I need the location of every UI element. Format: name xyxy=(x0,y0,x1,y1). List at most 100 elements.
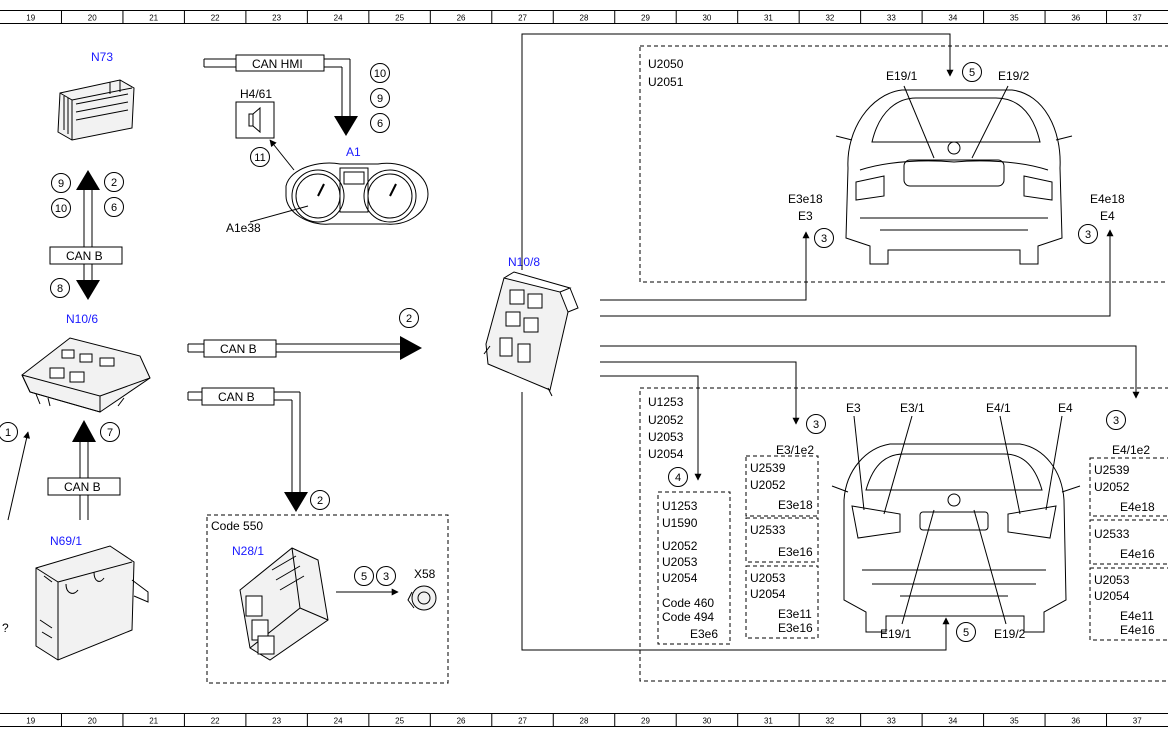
partial-label-left: ? xyxy=(2,621,9,635)
label-x58: X58 xyxy=(414,567,436,581)
e3-1e2-g1-1: U2052 xyxy=(750,478,786,492)
label-h4-61: H4/61 xyxy=(240,87,272,101)
callout-circle xyxy=(376,566,396,586)
u1253-box xyxy=(657,491,731,645)
e4-1e2-g1-lamp: E4e18 xyxy=(1120,500,1155,514)
callout-circle xyxy=(104,172,124,192)
can-b-label-2: CAN B xyxy=(220,342,257,356)
label-n73: N73 xyxy=(91,50,113,64)
can-b-label-3: CAN B xyxy=(218,390,255,404)
callout-number: 4 xyxy=(675,472,681,484)
leader-top-e19-2 xyxy=(971,85,1009,159)
rear-bottom-box xyxy=(639,387,1168,682)
rear-bottom-u-1: U2052 xyxy=(648,413,684,427)
rear-bottom-e3: E3 xyxy=(846,401,861,415)
e4-1e2-box-3 xyxy=(1089,567,1168,641)
ruler-number: 36 xyxy=(1071,717,1080,726)
callout-circle xyxy=(668,467,688,487)
wire-to-e3-1e2 xyxy=(600,361,800,425)
rear-top-e4: E4 xyxy=(1100,209,1115,223)
callout-circle xyxy=(51,198,71,218)
e4-1e2-box-2 xyxy=(1089,519,1168,565)
e4-1e2-g3-1: U2054 xyxy=(1094,589,1130,603)
callout-circle xyxy=(354,566,374,586)
callout-circle xyxy=(50,278,70,298)
leader-bottom-e4 xyxy=(1045,415,1063,511)
u1253-line-4: U2054 xyxy=(662,571,698,585)
callout-circle xyxy=(310,490,330,510)
e4-1e2-g3-lamp-1: E4e16 xyxy=(1120,623,1155,637)
callout-circle xyxy=(814,228,834,248)
leader-bottom-e3 xyxy=(853,415,865,511)
module-n10-6 xyxy=(21,337,151,413)
callout-number: 10 xyxy=(374,68,386,80)
ruler-number: 23 xyxy=(272,14,281,23)
rear-bottom-u-0: U1253 xyxy=(648,395,684,409)
rear-top-e4e18: E4e18 xyxy=(1090,192,1125,206)
can-b-box-4 xyxy=(47,477,121,496)
callout-circle xyxy=(51,173,71,193)
ruler-number: 27 xyxy=(518,717,527,726)
u1253-code-1: Code 494 xyxy=(662,610,714,624)
callout-circle xyxy=(0,422,18,442)
wire-to-e3 xyxy=(600,231,810,301)
ruler-number: 35 xyxy=(1010,14,1019,23)
ruler-number: 31 xyxy=(764,717,773,726)
can-hmi-label: CAN HMI xyxy=(252,57,303,71)
wire-to-e4 xyxy=(600,229,1114,317)
speaker-h4-61 xyxy=(235,101,275,139)
callout-number: 2 xyxy=(406,313,412,325)
leader-bottom-e19-1 xyxy=(901,509,935,625)
e3-1e2-g1-lamp: E3e18 xyxy=(778,498,813,512)
e4-1e2-g2-0: U2533 xyxy=(1094,527,1130,541)
ruler-number: 25 xyxy=(395,14,404,23)
rear-top-e19-2: E19/2 xyxy=(998,69,1030,83)
leader-bottom-e19-2 xyxy=(973,509,1007,625)
ruler-number: 36 xyxy=(1071,14,1080,23)
ruler-number: 34 xyxy=(948,717,957,726)
leader-bottom-e3-1 xyxy=(883,415,913,515)
callout-number: 2 xyxy=(111,177,117,189)
ruler-number: 26 xyxy=(457,14,466,23)
ruler-number: 26 xyxy=(457,717,466,726)
ruler-number: 24 xyxy=(334,717,343,726)
e3-1e2-g1-0: U2539 xyxy=(750,461,786,475)
callout-circle xyxy=(370,113,390,133)
rear-bottom-e4-1: E4/1 xyxy=(986,401,1011,415)
e3-1e2-g2-0: U2533 xyxy=(750,523,786,537)
rear-top-e3e18: E3e18 xyxy=(788,192,823,206)
e3-1e2-box-1 xyxy=(745,455,819,517)
car-rear-top xyxy=(835,89,1073,265)
label-n69-1: N69/1 xyxy=(50,534,82,548)
connector-x58 xyxy=(407,585,437,611)
e4-1e2-g3-0: U2053 xyxy=(1094,573,1130,587)
rear-bottom-e3-1e2: E3/1e2 xyxy=(776,443,814,457)
ruler-number: 28 xyxy=(580,717,589,726)
e3-1e2-g3-1: U2054 xyxy=(750,587,786,601)
ruler-number: 31 xyxy=(764,14,773,23)
callout-circle xyxy=(806,414,826,434)
callout-number: 6 xyxy=(377,118,383,130)
u1253-line-0: U1253 xyxy=(662,499,698,513)
ruler-number: 30 xyxy=(702,717,711,726)
label-a1: A1 xyxy=(346,145,361,159)
ruler-number: 22 xyxy=(211,14,220,23)
module-n73 xyxy=(57,79,135,141)
ruler-number: 21 xyxy=(149,14,158,23)
module-n69-1 xyxy=(35,545,149,661)
ruler-number: 33 xyxy=(887,717,896,726)
rear-top-u-1: U2051 xyxy=(648,75,684,89)
ruler-number: 33 xyxy=(887,14,896,23)
ruler-number: 35 xyxy=(1010,717,1019,726)
callout-number: 9 xyxy=(377,93,383,105)
callout-circle xyxy=(370,63,390,83)
callout-number: 9 xyxy=(58,178,64,190)
partial-arrow-left xyxy=(7,431,31,521)
ruler-number: 28 xyxy=(580,14,589,23)
callout-circle xyxy=(1106,410,1126,430)
callout-circle xyxy=(399,308,419,328)
callout-number: 3 xyxy=(813,419,819,431)
ruler-number: 19 xyxy=(26,717,35,726)
rear-bottom-u-3: U2054 xyxy=(648,447,684,461)
u1253-line-3: U2053 xyxy=(662,555,698,569)
